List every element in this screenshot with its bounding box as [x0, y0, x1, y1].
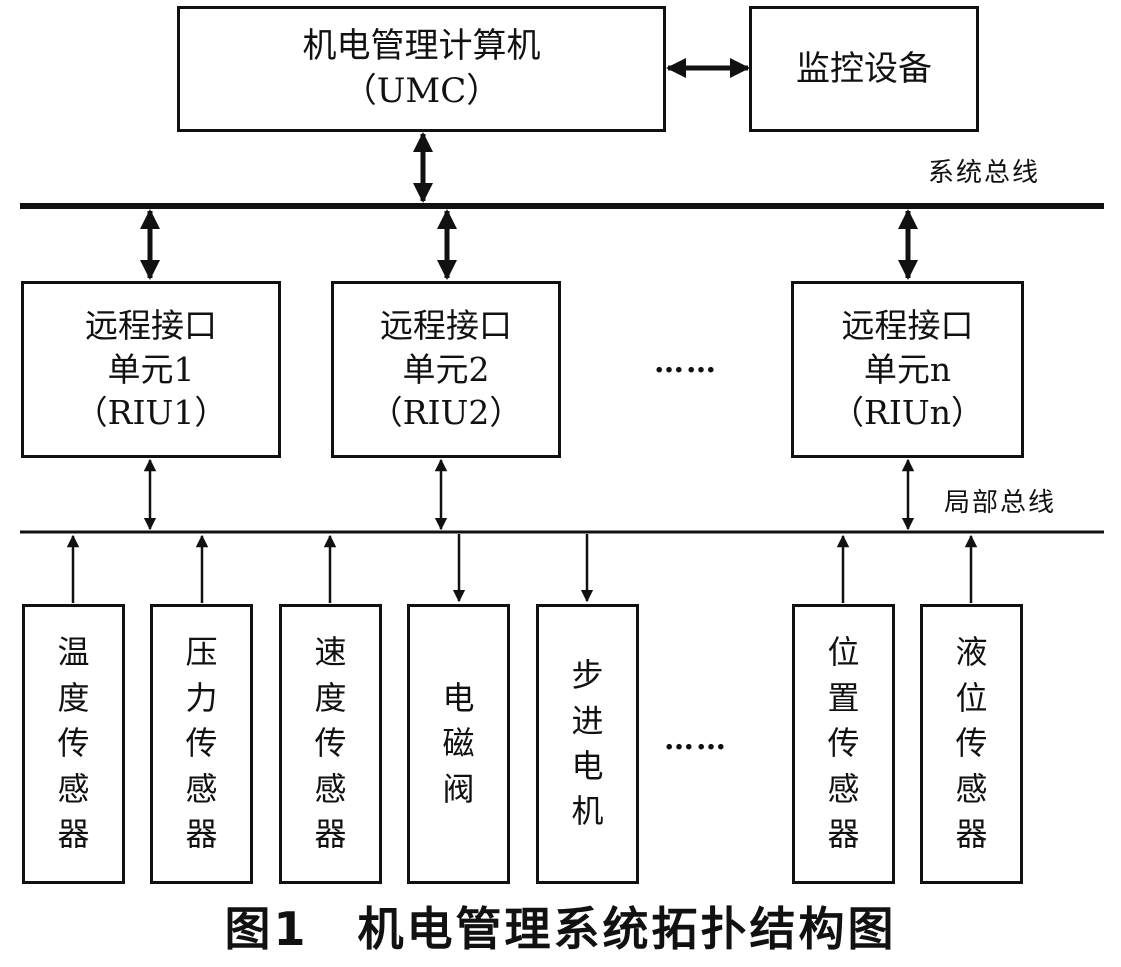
device-solenoid-valve: 电磁阀: [407, 604, 510, 884]
device-speed-sensor: 速度传感器: [279, 604, 382, 884]
riu-line2: 单元2: [402, 349, 490, 389]
system-bus-label: 系统总线: [928, 158, 1041, 188]
riu-line1: 远程接口: [85, 306, 217, 346]
monitor-box: 监控设备: [749, 6, 979, 132]
riu-box-1: 远程接口 单元1 （RIU1）: [21, 281, 281, 458]
monitor-label: 监控设备: [796, 48, 932, 89]
device-label: 温度传感器: [57, 633, 90, 854]
riu-line3: （RIU1）: [74, 393, 228, 433]
device-label: 电磁阀: [442, 678, 475, 808]
device-label: 步进电机: [571, 656, 604, 831]
umc-title: 机电管理计算机: [302, 26, 541, 67]
device-label: 位置传感器: [827, 633, 860, 854]
riu-line2: 单元1: [107, 349, 195, 389]
umc-box: 机电管理计算机 （UMC）: [177, 6, 666, 132]
device-ellipsis: ……: [664, 722, 728, 757]
riu-line3: （RIUn）: [831, 393, 984, 433]
device-label: 压力传感器: [185, 633, 218, 854]
device-level-sensor: 液位传感器: [920, 604, 1023, 884]
device-temp-sensor: 温度传感器: [22, 604, 125, 884]
riu-line2: 单元n: [863, 349, 952, 389]
riu-line1: 远程接口: [380, 306, 512, 346]
device-pressure-sensor: 压力传感器: [150, 604, 253, 884]
device-label: 速度传感器: [314, 633, 347, 854]
device-stepper-motor: 步进电机: [536, 604, 639, 884]
riu-line3: （RIU2）: [369, 393, 523, 433]
device-position-sensor: 位置传感器: [792, 604, 895, 884]
figure-caption: 图1 机电管理系统拓扑结构图: [224, 902, 897, 956]
device-label: 液位传感器: [955, 633, 988, 854]
local-bus-label: 局部总线: [944, 488, 1057, 518]
umc-abbr: （UMC）: [342, 71, 501, 111]
riu-box-2: 远程接口 单元2 （RIU2）: [331, 281, 561, 458]
riu-ellipsis: ……: [654, 345, 718, 380]
riu-line1: 远程接口: [841, 306, 974, 346]
riu-box-n: 远程接口 单元n （RIUn）: [791, 281, 1024, 458]
